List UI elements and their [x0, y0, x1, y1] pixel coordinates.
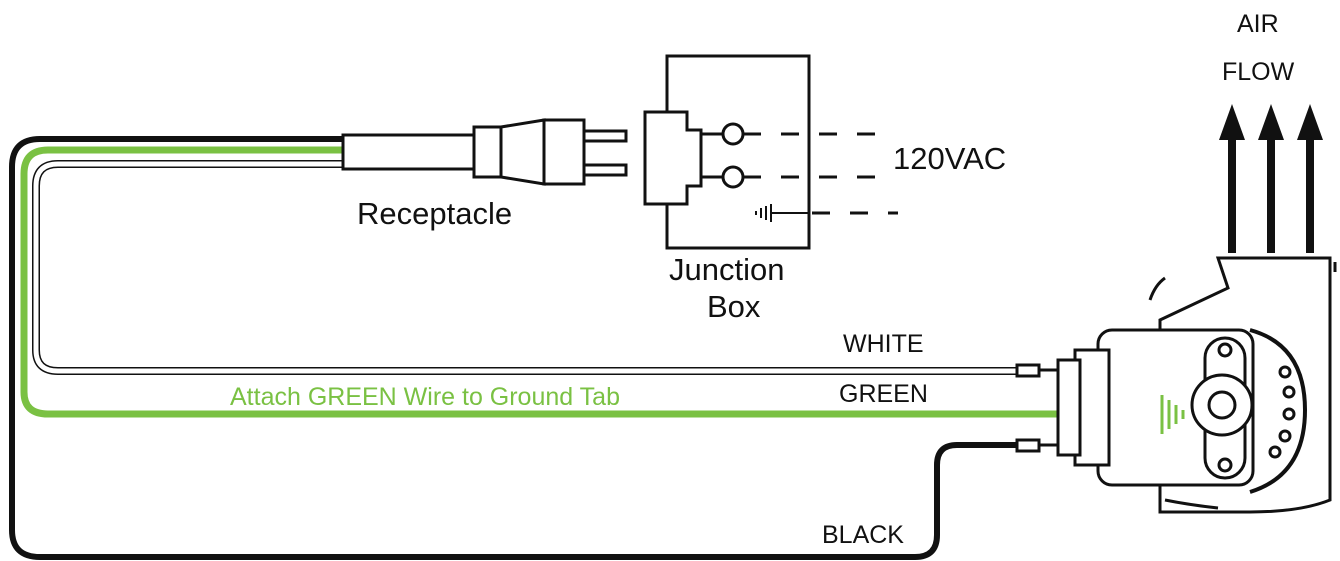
air-flow-label-line1: AIR	[1237, 10, 1279, 38]
air-flow-arrows-icon	[1219, 104, 1323, 253]
junction-label-line2: Box	[707, 289, 761, 324]
voltage-label: 120VAC	[893, 141, 1006, 176]
wire-terminals	[1015, 363, 1058, 453]
black-wire	[9, 136, 1025, 560]
black-wire-label: BLACK	[822, 521, 904, 549]
green-instruction-label: Attach GREEN Wire to Ground Tab	[230, 383, 620, 411]
ground-symbol-icon	[755, 204, 809, 222]
white-wire-label: WHITE	[843, 330, 924, 358]
junction-label-line1: Junction	[669, 252, 784, 287]
supply-lines	[743, 132, 898, 215]
plug	[341, 118, 628, 186]
air-flow-label-line2: FLOW	[1222, 58, 1295, 86]
green-wire-label: GREEN	[839, 380, 928, 408]
ground-tab-icon	[1160, 395, 1185, 434]
receptacle-label: Receptacle	[357, 196, 512, 231]
blower-motor	[1056, 256, 1337, 514]
junction-box	[643, 54, 811, 250]
green-wire	[20, 146, 1160, 418]
